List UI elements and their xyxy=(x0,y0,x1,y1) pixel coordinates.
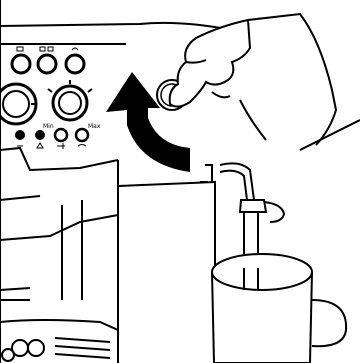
power-button[interactable] xyxy=(15,130,25,140)
knob-min-label: Min xyxy=(43,123,54,130)
warning-light xyxy=(35,130,45,140)
knob-max-label: Max xyxy=(88,123,101,130)
